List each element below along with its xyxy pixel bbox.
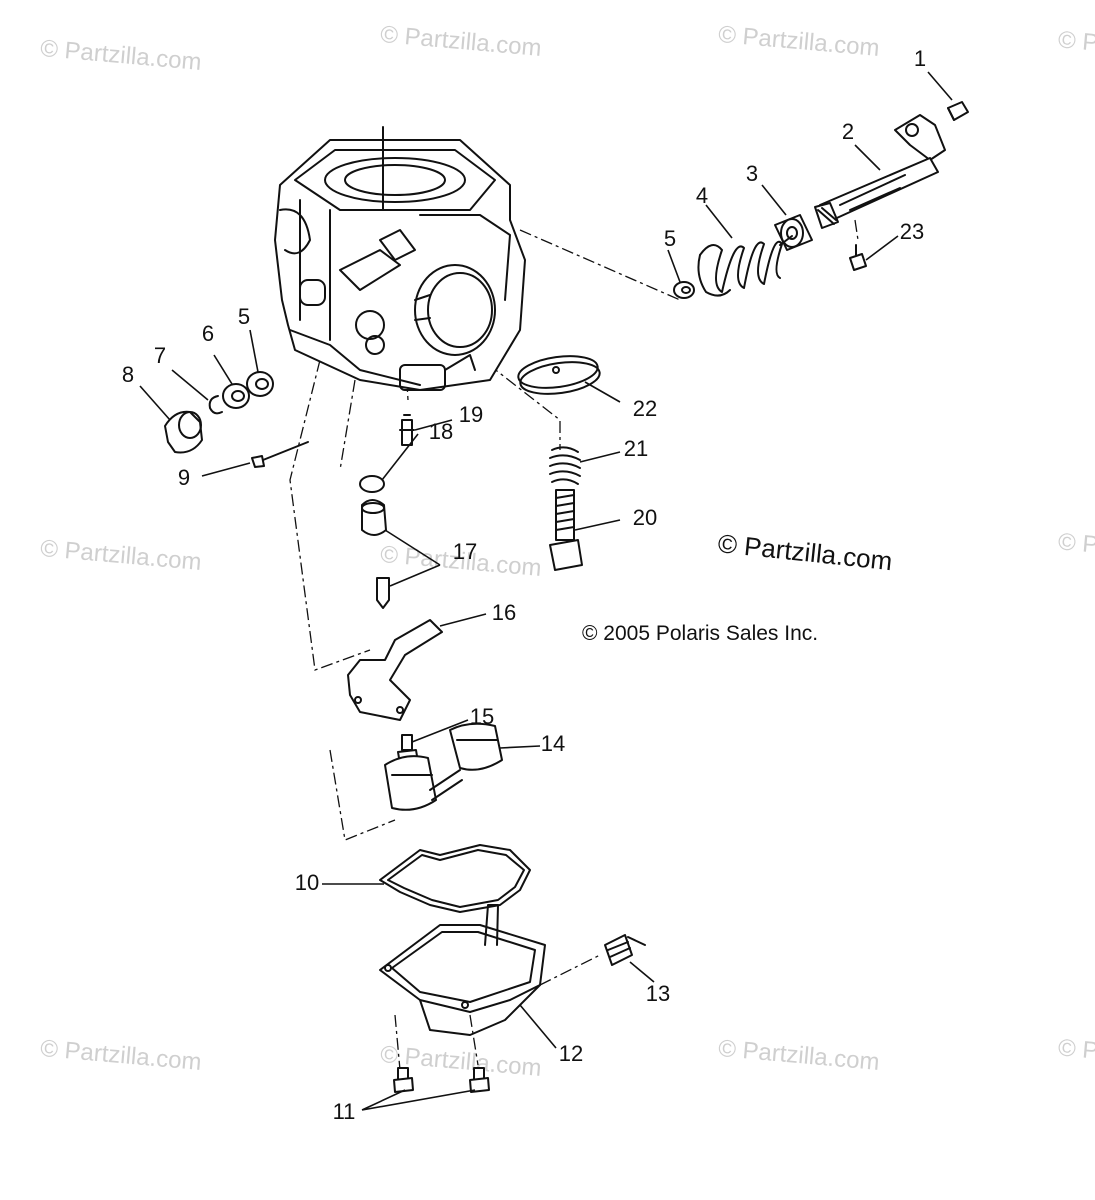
- callout-12: 12: [559, 1041, 583, 1066]
- part-16-bracket: [347, 619, 443, 721]
- part-14-float: [384, 722, 503, 811]
- callout-14: 14: [541, 731, 565, 756]
- polaris-copyright: © 2005 Polaris Sales Inc.: [582, 622, 819, 645]
- callout-2: 2: [842, 119, 854, 144]
- callout-3: 3: [746, 161, 758, 186]
- part-5-washer-left: [246, 371, 274, 397]
- leader-lines: [139, 71, 953, 1111]
- callout-19: 19: [459, 402, 483, 427]
- callout-8: 8: [122, 362, 134, 387]
- part-1-cap: [947, 101, 969, 121]
- callout-23: 23: [900, 219, 924, 244]
- callout-labels: 1 2 3 4 5 23 22 5 6 7 8 9 19 18 21 20 17…: [122, 46, 926, 1124]
- callout-4: 4: [696, 183, 708, 208]
- callout-5-right: 5: [664, 226, 676, 251]
- part-5-washer-right: [673, 281, 695, 299]
- callout-11: 11: [333, 1099, 356, 1124]
- part-13-screw: [604, 934, 646, 966]
- part-20-screw: [549, 489, 583, 571]
- callout-7: 7: [154, 343, 166, 368]
- carburetor-body: [274, 126, 526, 391]
- callout-16: 16: [492, 600, 516, 625]
- callout-6: 6: [202, 321, 214, 346]
- part-12-float-bowl: [379, 904, 546, 1036]
- callout-13: 13: [646, 981, 670, 1006]
- part-2-throttle-shaft: [814, 114, 946, 229]
- callout-22: 22: [633, 396, 657, 421]
- part-6-seal: [222, 383, 250, 409]
- callout-18: 18: [429, 419, 453, 444]
- callout-5-left: 5: [238, 304, 250, 329]
- part-17-needle-valve: [361, 499, 390, 609]
- callout-20: 20: [633, 505, 657, 530]
- part-18-o-ring: [359, 475, 385, 493]
- callout-15: 15: [470, 704, 494, 729]
- part-10-gasket: [379, 844, 531, 913]
- callout-17: 17: [453, 539, 477, 564]
- part-8-cap: [164, 410, 203, 454]
- callout-1: 1: [914, 46, 926, 71]
- part-4-spring: [697, 235, 793, 297]
- part-21-spring: [549, 446, 581, 485]
- callout-9: 9: [178, 465, 190, 490]
- part-11-screws: [393, 1067, 490, 1093]
- part-7-clip: [208, 395, 223, 415]
- part-9-pin: [251, 441, 309, 468]
- part-22-plate: [517, 355, 601, 395]
- part-19-jet: [399, 414, 415, 446]
- callout-21: 21: [624, 436, 648, 461]
- callout-10: 10: [295, 870, 319, 895]
- part-23-screw: [849, 244, 867, 271]
